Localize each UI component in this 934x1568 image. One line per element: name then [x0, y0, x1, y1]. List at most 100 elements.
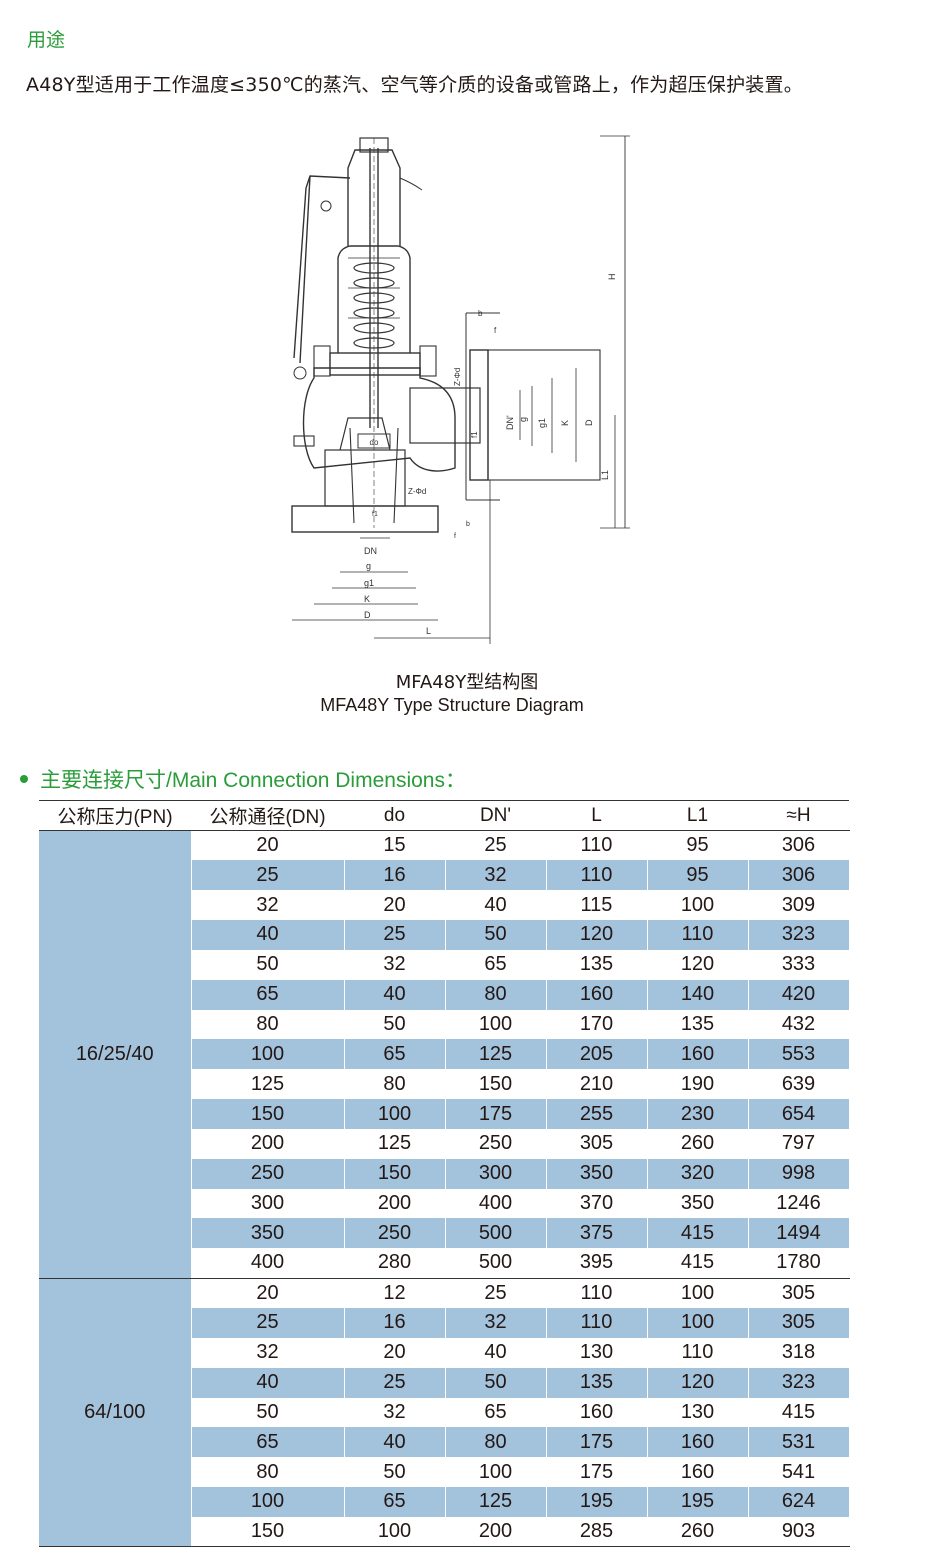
table-cell: 624: [748, 1487, 850, 1517]
table-cell: 40: [344, 979, 446, 1010]
table-cell: 25: [191, 860, 345, 891]
table-cell: 110: [546, 1278, 648, 1308]
table-cell: 175: [546, 1427, 648, 1458]
L1-dim-label: L1: [600, 470, 610, 480]
table-cell: 32: [344, 949, 446, 980]
table-cell: 80: [344, 1069, 446, 1100]
table-cell: 250: [344, 1218, 446, 1249]
g1-bottom-label: g1: [364, 578, 374, 588]
L-dim-label: L: [426, 626, 431, 636]
table-cell: 100: [344, 1516, 446, 1548]
f-side-label: f: [494, 326, 497, 335]
table-cell: 40: [191, 920, 345, 950]
table-cell: 160: [546, 979, 648, 1010]
valve-structure-diagram: do H L1 D K g1 g DN' f1 b f Z-Φd Z-Φd DN…: [291, 135, 630, 644]
table-cell: 175: [445, 1099, 547, 1129]
table-cell: 100: [191, 1487, 345, 1517]
table-cell: 120: [647, 949, 749, 980]
table-cell: 65: [445, 949, 547, 980]
header-dn-prime: DN': [445, 800, 546, 831]
table-cell: 135: [546, 949, 648, 980]
table-cell: 160: [647, 1457, 749, 1488]
table-cell: 100: [647, 1308, 749, 1338]
table-cell: 110: [647, 920, 749, 950]
pressure-group-cell: 16/25/40: [39, 830, 192, 1279]
table-cell: 285: [546, 1516, 648, 1548]
table-cell: 65: [191, 979, 345, 1010]
table-cell: 110: [546, 1308, 648, 1338]
table-cell: 280: [344, 1248, 446, 1279]
table-cell: 125: [445, 1039, 547, 1070]
table-cell: 400: [191, 1248, 345, 1279]
table-cell: 150: [191, 1099, 345, 1129]
K-bottom-label: K: [364, 594, 370, 604]
DNprime-dim-label: DN': [505, 415, 515, 430]
table-cell: 80: [445, 979, 547, 1010]
table-cell: 420: [748, 979, 850, 1010]
f1-bottom-label: f1: [372, 511, 378, 518]
header-h: ≈H: [748, 800, 849, 831]
header-pn: 公称压力(PN): [39, 800, 191, 831]
header-l: L: [546, 800, 647, 831]
table-cell: 323: [748, 920, 850, 950]
table-cell: 32: [191, 890, 345, 921]
table-cell: 50: [445, 920, 547, 950]
table-cell: 150: [344, 1158, 446, 1189]
g-dim-label: g: [518, 417, 528, 422]
table-cell: 65: [445, 1397, 547, 1428]
pressure-group-cell: 64/100: [39, 1278, 192, 1548]
table-cell: 150: [445, 1069, 547, 1100]
table-cell: 260: [647, 1516, 749, 1548]
table-cell: 205: [546, 1039, 648, 1070]
table-cell: 25: [445, 1278, 547, 1308]
header-dn: 公称通径(DN): [191, 800, 344, 831]
table-cell: 15: [344, 830, 446, 861]
bullet-dot-icon: [20, 775, 28, 784]
table-cell: 305: [748, 1278, 850, 1308]
table-cell: 100: [647, 1278, 749, 1308]
table-cell: 40: [445, 1337, 547, 1368]
table-cell: 415: [647, 1248, 749, 1279]
table-cell: 140: [647, 979, 749, 1010]
table-cell: 200: [191, 1128, 345, 1159]
table-cell: 32: [445, 860, 547, 891]
f1-side-label: f1: [470, 431, 479, 438]
table-cell: 100: [445, 1457, 547, 1488]
table-cell: 998: [748, 1158, 850, 1189]
K-dim-label: K: [560, 420, 570, 426]
table-cell: 40: [191, 1367, 345, 1398]
table-cell: 32: [191, 1337, 345, 1368]
D-bottom-label: D: [364, 610, 371, 620]
table-cell: 375: [546, 1218, 648, 1249]
table-cell: 500: [445, 1248, 547, 1279]
table-cell: 415: [748, 1397, 850, 1428]
table-header-row: 公称压力(PN) 公称通径(DN) do DN' L L1 ≈H: [39, 800, 849, 831]
table-cell: 415: [647, 1218, 749, 1249]
table-cell: 350: [191, 1218, 345, 1249]
table-cell: 100: [647, 890, 749, 921]
table-cell: 16: [344, 1308, 446, 1338]
table-cell: 100: [445, 1009, 547, 1040]
table-cell: 65: [344, 1487, 446, 1517]
table-cell: 95: [647, 830, 749, 861]
table-cell: 125: [344, 1128, 446, 1159]
table-cell: 50: [445, 1367, 547, 1398]
table-cell: 80: [191, 1457, 345, 1488]
table-cell: 80: [445, 1427, 547, 1458]
table-cell: 16: [344, 860, 446, 891]
table-cell: 553: [748, 1039, 850, 1070]
table-cell: 541: [748, 1457, 850, 1488]
table-cell: 65: [344, 1039, 446, 1070]
table-cell: 200: [445, 1516, 547, 1548]
table-cell: 190: [647, 1069, 749, 1100]
